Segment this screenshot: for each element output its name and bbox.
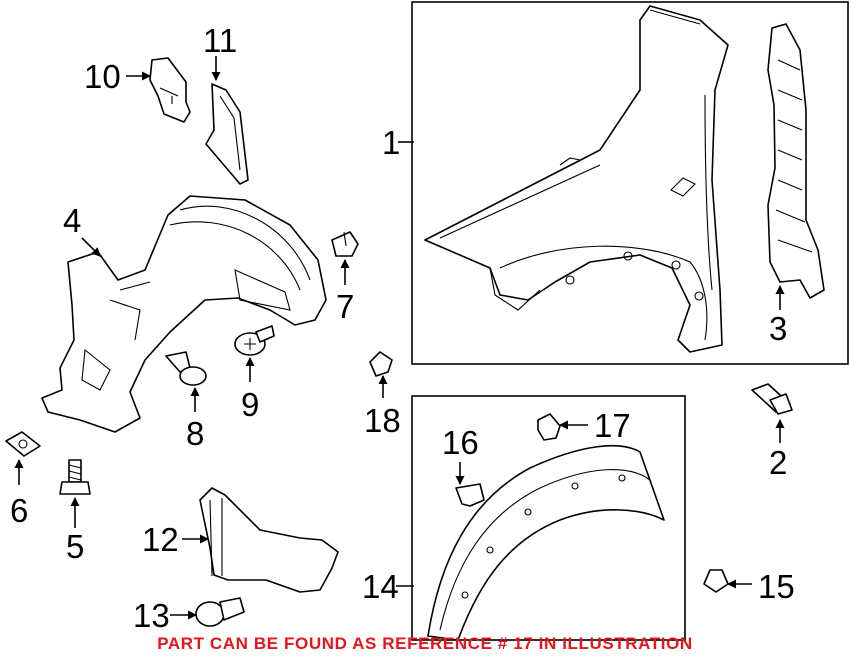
- bolt-part-5[interactable]: [59, 459, 91, 495]
- fender-liner-part[interactable]: [41, 195, 327, 433]
- callout-8: 8: [186, 415, 204, 452]
- callout-9: 9: [241, 386, 259, 423]
- bracket-part-10[interactable]: [149, 57, 191, 123]
- screw-part-9[interactable]: [234, 325, 275, 356]
- fender-group-frame: [411, 1, 849, 365]
- part-reference-notice: PART CAN BE FOUND AS REFERENCE # 17 IN I…: [157, 634, 693, 653]
- callout-10: 10: [84, 58, 121, 95]
- clip-nut-part-6[interactable]: [5, 431, 41, 457]
- callout-14: 14: [362, 568, 399, 605]
- callout-18: 18: [364, 402, 401, 439]
- clip-part-17[interactable]: [537, 413, 561, 441]
- callout-13: 13: [133, 597, 170, 634]
- callout-3: 3: [769, 310, 787, 347]
- fender-bracket-part[interactable]: [767, 23, 825, 299]
- wheel-arch-flare-part-14[interactable]: [427, 444, 665, 641]
- callout-6: 6: [10, 492, 28, 529]
- flare-group-frame: [411, 395, 686, 641]
- callout-11: 11: [203, 22, 237, 59]
- callout-15: 15: [758, 568, 795, 605]
- callout-5: 5: [66, 528, 84, 565]
- callout-7: 7: [336, 288, 354, 325]
- push-pin-part-8[interactable]: [165, 351, 207, 386]
- splash-shield-part-12[interactable]: [199, 487, 339, 593]
- callout-16: 16: [442, 424, 479, 461]
- clip-part-15[interactable]: [703, 569, 729, 593]
- callout-4: 4: [63, 202, 81, 239]
- callout-12: 12: [142, 521, 179, 558]
- clip-part-7[interactable]: [331, 231, 359, 257]
- bolt-part-2[interactable]: [751, 383, 793, 415]
- leader-4: [81, 237, 101, 257]
- bolt-part-13[interactable]: [195, 597, 245, 627]
- clip-part-16[interactable]: [455, 483, 485, 507]
- seal-part-11[interactable]: [205, 83, 249, 185]
- callout-2: 2: [769, 444, 787, 481]
- fender-part[interactable]: [424, 5, 729, 353]
- callout-17: 17: [594, 407, 631, 444]
- callout-1: 1: [382, 124, 400, 161]
- clip-part-18[interactable]: [369, 351, 393, 377]
